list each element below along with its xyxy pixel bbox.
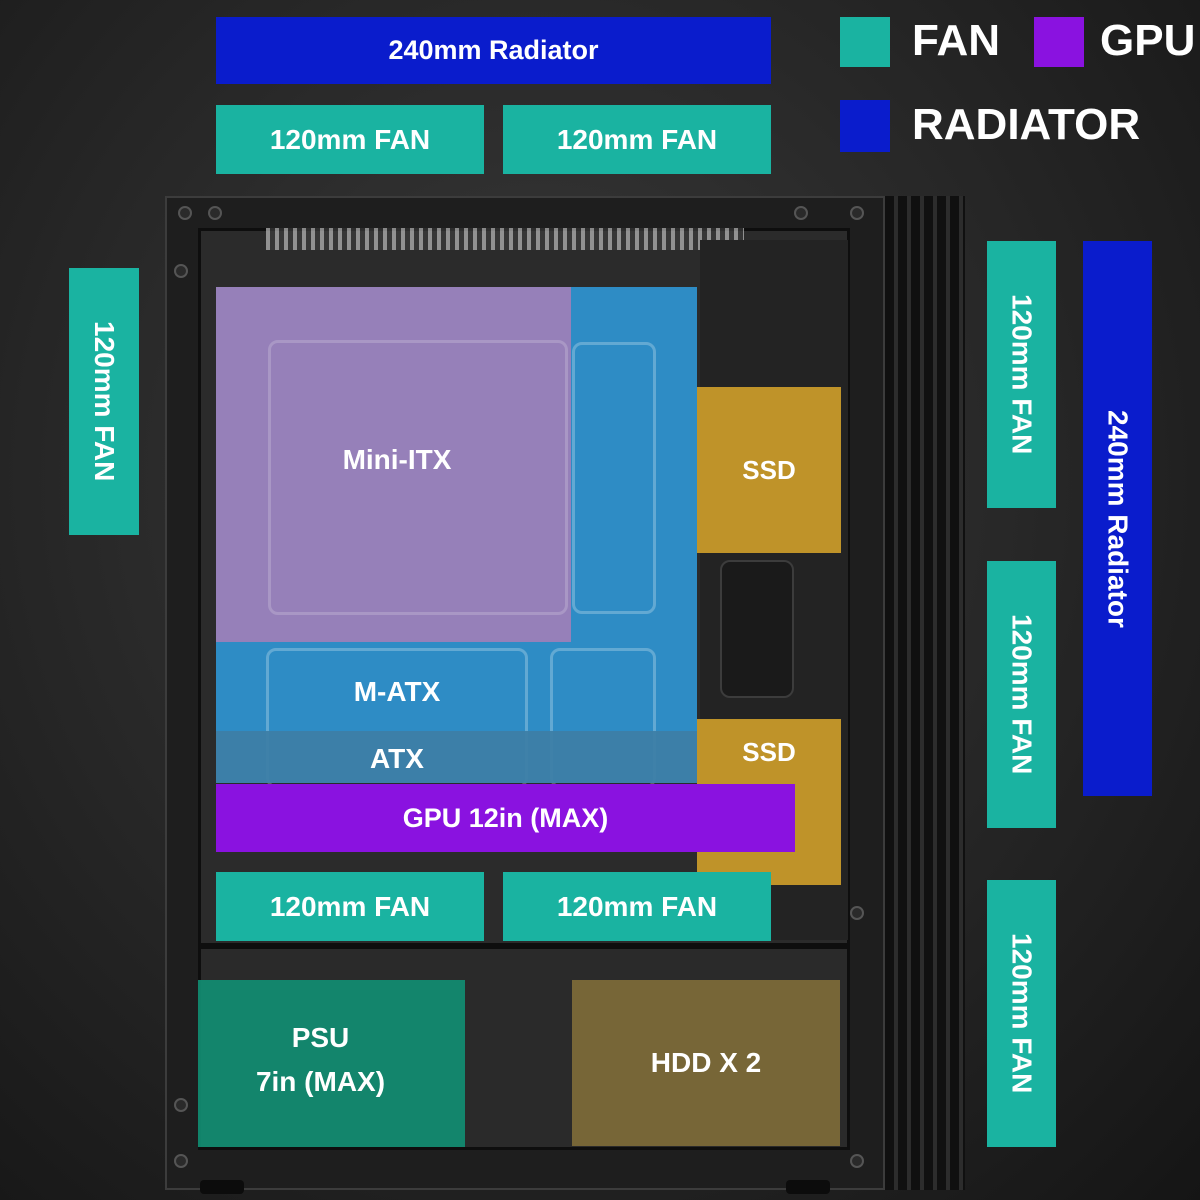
- rear-fan-label: 120mm FAN: [89, 321, 120, 482]
- top-fan-left: 120mm FAN: [216, 105, 484, 174]
- front-fan-2: 120mm FAN: [987, 561, 1056, 828]
- legend-radiator-swatch: [840, 100, 890, 152]
- atx-zone: [216, 731, 697, 783]
- board-plate: [268, 340, 568, 615]
- front-fan-3-label: 120mm FAN: [1006, 933, 1038, 1094]
- bottom-fan-right: 120mm FAN: [503, 872, 771, 941]
- top-radiator-240mm: 240mm Radiator: [216, 17, 771, 84]
- psu-label: PSU: [291, 1022, 350, 1053]
- psu-max-label: 7in (MAX): [255, 1066, 386, 1097]
- screw-icon: [850, 906, 864, 920]
- front-fan-3: 120mm FAN: [987, 880, 1056, 1147]
- ssd-upper: SSD: [697, 387, 841, 553]
- screw-icon: [174, 1154, 188, 1168]
- front-radiator-240mm: 240mm Radiator: [1083, 241, 1152, 796]
- atx-label: ATX: [370, 743, 424, 774]
- screw-icon: [794, 206, 808, 220]
- top-mesh-vent: [266, 228, 744, 250]
- front-radiator-label: 240mm Radiator: [1102, 409, 1134, 628]
- front-fan-1-label: 120mm FAN: [1006, 294, 1038, 455]
- screw-icon: [174, 1098, 188, 1112]
- psu-zone: [198, 980, 465, 1147]
- legend-radiator-label: RADIATOR: [912, 100, 1141, 149]
- gpu-12in-max: GPU 12in (MAX): [216, 784, 795, 852]
- screw-icon: [178, 206, 192, 220]
- bottom-fan-left: 120mm FAN: [216, 872, 484, 941]
- case-foot: [786, 1180, 830, 1194]
- front-panel-slats: [885, 196, 965, 1190]
- screw-icon: [208, 206, 222, 220]
- screw-icon: [174, 264, 188, 278]
- cable-cutout: [720, 560, 794, 698]
- screw-icon: [850, 1154, 864, 1168]
- mini-itx-label: Mini-ITX: [342, 444, 452, 475]
- screw-icon: [850, 206, 864, 220]
- front-fan-2-label: 120mm FAN: [1006, 614, 1038, 775]
- m-atx-label: M-ATX: [353, 676, 441, 707]
- rear-fan: 120mm FAN: [69, 268, 139, 535]
- legend-fan-swatch: [840, 17, 890, 67]
- legend-gpu-swatch: [1034, 17, 1084, 67]
- hdd-x2: HDD X 2: [572, 980, 840, 1146]
- front-fan-1: 120mm FAN: [987, 241, 1056, 508]
- top-fan-right: 120mm FAN: [503, 105, 771, 174]
- board-plate: [572, 342, 656, 614]
- legend-fan-label: FAN: [912, 16, 1000, 65]
- legend-gpu-label: GPU: [1100, 16, 1196, 65]
- case-foot: [200, 1180, 244, 1194]
